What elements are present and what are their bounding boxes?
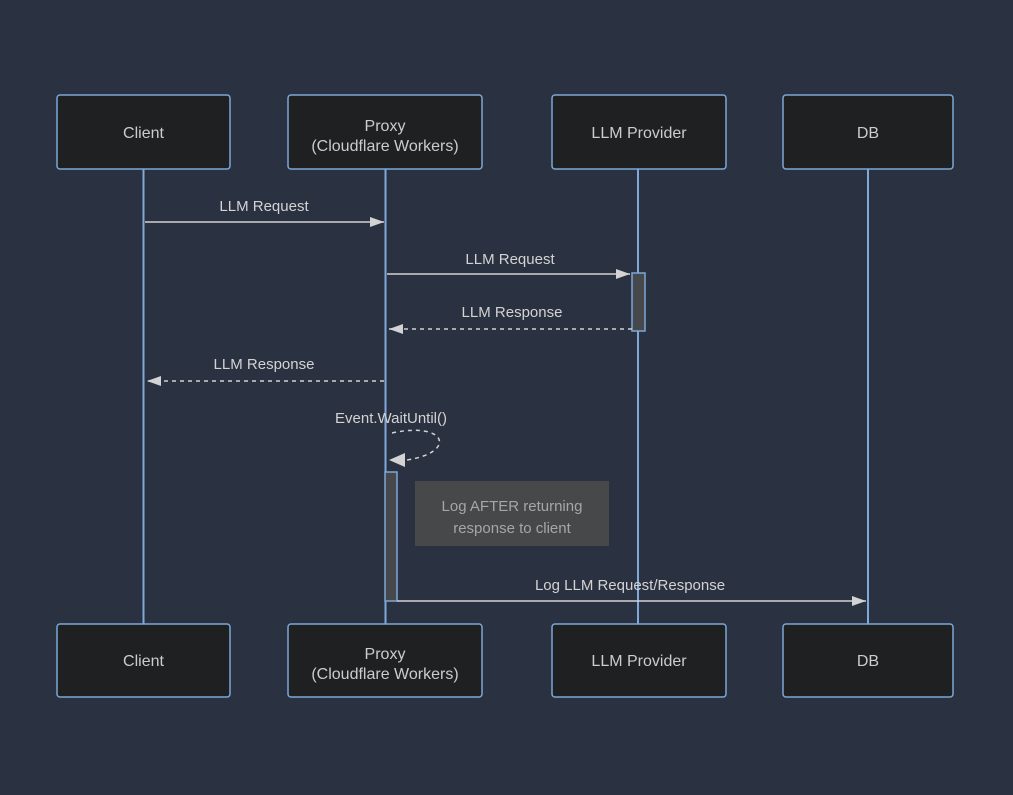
self-loop-arrowhead-icon bbox=[389, 453, 405, 467]
actor-box-proxy-bottom bbox=[287, 623, 483, 698]
note-label-line1: Log AFTER returning bbox=[442, 498, 583, 515]
actor-label-db-top: DB bbox=[857, 125, 879, 142]
message-label-log-llm-request-response: Log LLM Request/Response bbox=[535, 577, 725, 594]
actor-top-proxy: Proxy (Cloudflare Workers) bbox=[287, 94, 483, 170]
actor-label-proxy-top-line1: Proxy bbox=[365, 118, 406, 135]
actor-label-llm-provider-top: LLM Provider bbox=[591, 125, 687, 142]
actor-box-proxy-top bbox=[287, 94, 483, 170]
actor-label-proxy-top-line2: (Cloudflare Workers) bbox=[311, 138, 458, 155]
message-label-event-waituntil: Event.WaitUntil() bbox=[335, 410, 447, 427]
actor-label-proxy-bottom-line2: (Cloudflare Workers) bbox=[311, 666, 458, 683]
message-label-llm-response-1: LLM Response bbox=[462, 304, 563, 321]
note-label-line2: response to client bbox=[453, 520, 571, 537]
actor-box-client-top bbox=[56, 94, 231, 170]
actor-bottom-proxy: Proxy (Cloudflare Workers) bbox=[287, 623, 483, 698]
note-box bbox=[415, 481, 609, 546]
actor-bottom-llm-provider: LLM Provider bbox=[551, 623, 727, 698]
actor-label-proxy-bottom-line1: Proxy bbox=[365, 646, 406, 663]
actor-box-db-bottom bbox=[782, 623, 954, 698]
message-label-llm-request-1: LLM Request bbox=[219, 198, 309, 215]
actor-bottom-db: DB bbox=[782, 623, 954, 698]
actor-box-db-top bbox=[782, 94, 954, 170]
actor-bottom-client: Client bbox=[56, 623, 231, 698]
actor-top-client: Client bbox=[56, 94, 231, 170]
actor-top-llm-provider: LLM Provider bbox=[551, 94, 727, 170]
activation-bar-proxy bbox=[384, 471, 398, 602]
actor-box-client-bottom bbox=[56, 623, 231, 698]
message-label-llm-request-2: LLM Request bbox=[465, 251, 555, 268]
actor-label-client-top: Client bbox=[123, 125, 164, 142]
activation-bar-llm-provider bbox=[631, 272, 646, 332]
actor-label-db-bottom: DB bbox=[857, 653, 879, 670]
note: Log AFTER returning response to client bbox=[415, 481, 609, 546]
actor-box-llm-provider-bottom bbox=[551, 623, 727, 698]
message-label-llm-response-2: LLM Response bbox=[214, 356, 315, 373]
actor-label-client-bottom: Client bbox=[123, 653, 164, 670]
self-loop-path bbox=[391, 429, 441, 461]
actor-label-llm-provider-bottom: LLM Provider bbox=[591, 653, 687, 670]
actor-top-db: DB bbox=[782, 94, 954, 170]
actor-box-llm-provider-top bbox=[551, 94, 727, 170]
